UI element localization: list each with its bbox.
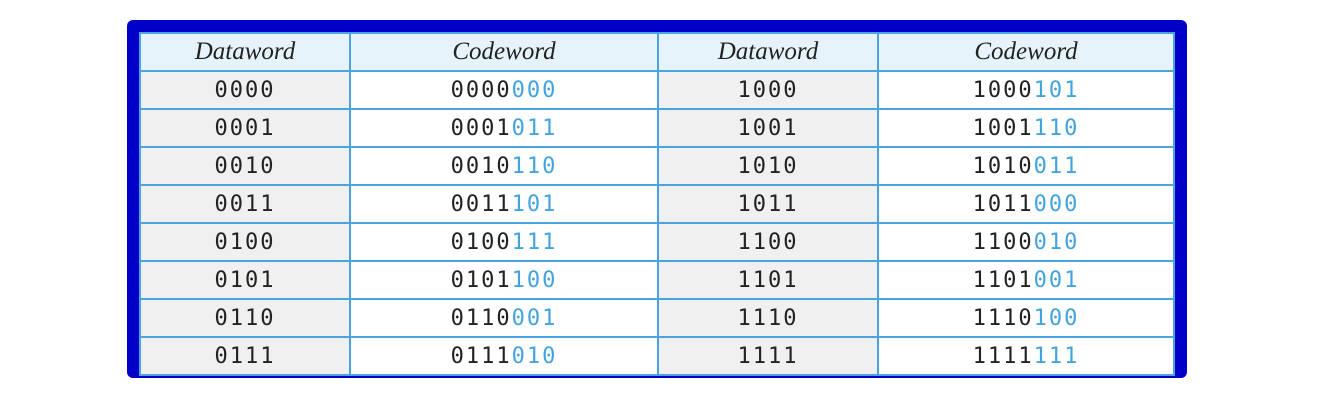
codeword-check-bits: 011 [511,115,558,141]
codeword-data-bits: 0111 [450,343,512,369]
codeword-check-bits: 100 [511,267,558,293]
codeword-check-bits: 101 [1033,77,1080,103]
codeword-data-bits: 1101 [972,267,1034,293]
codeword-data-bits: 0011 [450,191,512,217]
codeword-cell: 0111010 [349,336,659,376]
codeword-check-bits: 111 [511,229,558,255]
codeword-cell: 1110100 [877,298,1175,338]
table-frame: Dataword Codeword Dataword Codeword 0000… [127,20,1187,378]
codeword-data-bits: 0000 [450,77,512,103]
codeword-data-bits: 1011 [972,191,1034,217]
codeword-cell: 0000000 [349,70,659,110]
header-codeword-right: Codeword [877,32,1175,72]
codeword-cell: 1111111 [877,336,1175,376]
codeword-cell: 1000101 [877,70,1175,110]
codeword-cell: 0011101 [349,184,659,224]
codeword-cell: 1010011 [877,146,1175,186]
codeword-data-bits: 1100 [972,229,1034,255]
dataword-cell: 1010 [657,146,879,186]
dataword-cell: 1100 [657,222,879,262]
codeword-check-bits: 000 [511,77,558,103]
header-dataword-right: Dataword [657,32,879,72]
codeword-check-bits: 010 [1033,229,1080,255]
codeword-data-bits: 1001 [972,115,1034,141]
codeword-cell: 0010110 [349,146,659,186]
dataword-cell: 0110 [139,298,351,338]
dataword-cell: 0001 [139,108,351,148]
dataword-cell: 0111 [139,336,351,376]
codeword-cell: 1001110 [877,108,1175,148]
codeword-check-bits: 100 [1033,305,1080,331]
codeword-check-bits: 110 [1033,115,1080,141]
codeword-cell: 0100111 [349,222,659,262]
dataword-cell: 1011 [657,184,879,224]
codeword-check-bits: 101 [511,191,558,217]
codeword-check-bits: 001 [511,305,558,331]
dataword-cell: 1111 [657,336,879,376]
dataword-cell: 1001 [657,108,879,148]
codeword-cell: 0001011 [349,108,659,148]
dataword-cell: 1101 [657,260,879,300]
dataword-cell: 1000 [657,70,879,110]
codeword-data-bits: 0110 [450,305,512,331]
codeword-cell: 0110001 [349,298,659,338]
header-codeword-left: Codeword [349,32,659,72]
codeword-cell: 1100010 [877,222,1175,262]
header-row: Dataword Codeword Dataword Codeword [139,32,1175,72]
dataword-cell: 0101 [139,260,351,300]
codeword-table: Dataword Codeword Dataword Codeword 0000… [139,32,1175,376]
codeword-data-bits: 0010 [450,153,512,179]
dataword-cell: 0011 [139,184,351,224]
codeword-check-bits: 000 [1033,191,1080,217]
codeword-data-bits: 0001 [450,115,512,141]
dataword-cell: 0100 [139,222,351,262]
codeword-cell: 1011000 [877,184,1175,224]
codeword-check-bits: 010 [511,343,558,369]
codeword-cell: 1101001 [877,260,1175,300]
codeword-data-bits: 1000 [972,77,1034,103]
codeword-check-bits: 001 [1033,267,1080,293]
codeword-data-bits: 1010 [972,153,1034,179]
codeword-check-bits: 110 [511,153,558,179]
codeword-check-bits: 011 [1033,153,1080,179]
codeword-data-bits: 1111 [972,343,1034,369]
codeword-data-bits: 1110 [972,305,1034,331]
codeword-data-bits: 0101 [450,267,512,293]
dataword-cell: 0010 [139,146,351,186]
codeword-data-bits: 0100 [450,229,512,255]
codeword-check-bits: 111 [1033,343,1080,369]
dataword-cell: 0000 [139,70,351,110]
dataword-cell: 1110 [657,298,879,338]
header-dataword-left: Dataword [139,32,351,72]
codeword-cell: 0101100 [349,260,659,300]
